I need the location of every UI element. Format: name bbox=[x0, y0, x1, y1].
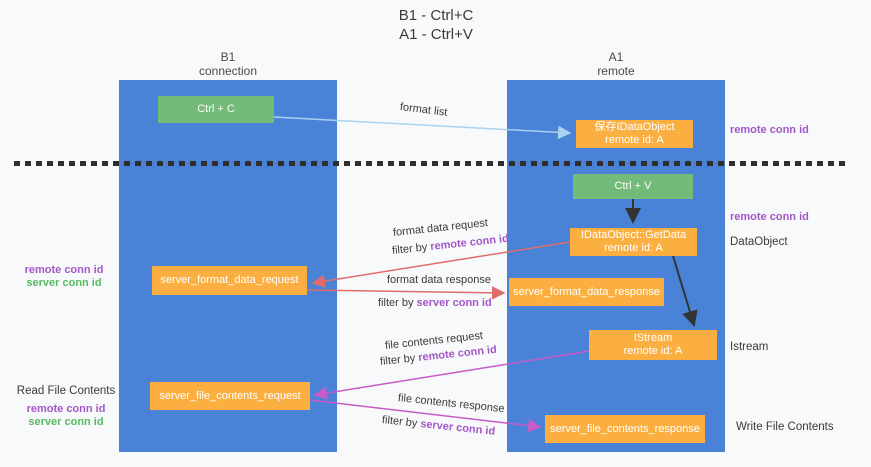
istream-label: Istream bbox=[730, 341, 769, 353]
write-file-contents-label: Write File Contents bbox=[736, 421, 834, 433]
right-mid-remote-conn-id: remote conn id bbox=[730, 211, 809, 223]
node-server-file-contents-request-label: server_file_contents_request bbox=[159, 389, 301, 402]
left-mid-server-conn-id: server conn id bbox=[26, 277, 102, 289]
node-ctrl-c-label: Ctrl + C bbox=[197, 103, 235, 115]
node-server-format-data-request-label: server_format_data_request bbox=[160, 274, 299, 286]
node-getdata-line1: IDataObject::GetData bbox=[580, 229, 687, 241]
dataobject-label: DataObject bbox=[730, 236, 788, 248]
node-istream-line2: remote id: A bbox=[623, 345, 683, 357]
filter-by-text: filter by bbox=[378, 297, 417, 309]
lane-a1-role: remote bbox=[597, 64, 635, 78]
filter-by-text: filter by bbox=[381, 414, 421, 430]
left-mid-remote-conn-id: remote conn id bbox=[24, 264, 104, 276]
left-bottom-server-conn-id: server conn id bbox=[28, 416, 104, 428]
lane-a1-name: A1 bbox=[608, 50, 624, 64]
diagram-title-line1: B1 - Ctrl+C bbox=[398, 7, 474, 24]
node-istream: IStream remote id: A bbox=[589, 330, 717, 360]
edge-label-file-contents-response: file contents response bbox=[397, 392, 506, 416]
node-ctrl-v-label: Ctrl + V bbox=[614, 180, 652, 192]
node-istream-line1: IStream bbox=[633, 332, 673, 344]
filter-by-text: filter by bbox=[379, 352, 419, 368]
separator-dashed-line bbox=[14, 161, 846, 166]
node-server-format-data-response-label: server_format_data_response bbox=[513, 285, 660, 298]
lane-b1-role: connection bbox=[198, 64, 258, 78]
left-bottom-labels: Read File Contents remote conn id server… bbox=[14, 385, 118, 429]
filter-by-text: filter by bbox=[391, 241, 431, 257]
right-top-remote-conn-id: remote conn id bbox=[730, 124, 809, 136]
node-ctrl-c: Ctrl + C bbox=[158, 96, 274, 123]
edge-label-filter-server-2: filter by server conn id bbox=[381, 414, 495, 438]
lane-header-a1: A1 remote bbox=[507, 50, 725, 78]
node-save-idataobject-line2: remote id: A bbox=[605, 134, 664, 146]
server-conn-id-text: server conn id bbox=[419, 418, 496, 438]
node-getdata-line2: remote id: A bbox=[604, 242, 663, 254]
node-server-file-contents-response: server_file_contents_response bbox=[545, 415, 705, 443]
edge-label-filter-server-1: filter by server conn id bbox=[378, 297, 492, 309]
node-save-idataobject: 保存IDataObject remote id: A bbox=[576, 120, 693, 148]
node-ctrl-v: Ctrl + V bbox=[573, 174, 693, 199]
diagram-title-line2: A1 - Ctrl+V bbox=[399, 26, 473, 43]
node-save-idataobject-line1: 保存IDataObject bbox=[594, 121, 675, 133]
lane-b1-name: B1 bbox=[220, 50, 236, 64]
read-file-contents-label: Read File Contents bbox=[16, 385, 116, 397]
node-server-format-data-response: server_format_data_response bbox=[509, 278, 664, 306]
edge-label-format-list: format list bbox=[399, 101, 449, 119]
node-server-file-contents-response-label: server_file_contents_response bbox=[550, 422, 700, 435]
node-server-file-contents-request: server_file_contents_request bbox=[150, 382, 310, 410]
left-mid-conn-ids: remote conn id server conn id bbox=[14, 264, 114, 290]
edge-label-format-data-response: format data response bbox=[387, 274, 491, 286]
node-idataobject-getdata: IDataObject::GetData remote id: A bbox=[570, 228, 697, 256]
server-conn-id-text: server conn id bbox=[416, 297, 492, 309]
node-server-format-data-request: server_format_data_request bbox=[152, 266, 307, 295]
remote-conn-id-text: remote conn id bbox=[429, 232, 510, 253]
lane-header-b1: B1 connection bbox=[119, 50, 337, 78]
left-bottom-remote-conn-id: remote conn id bbox=[26, 403, 106, 415]
